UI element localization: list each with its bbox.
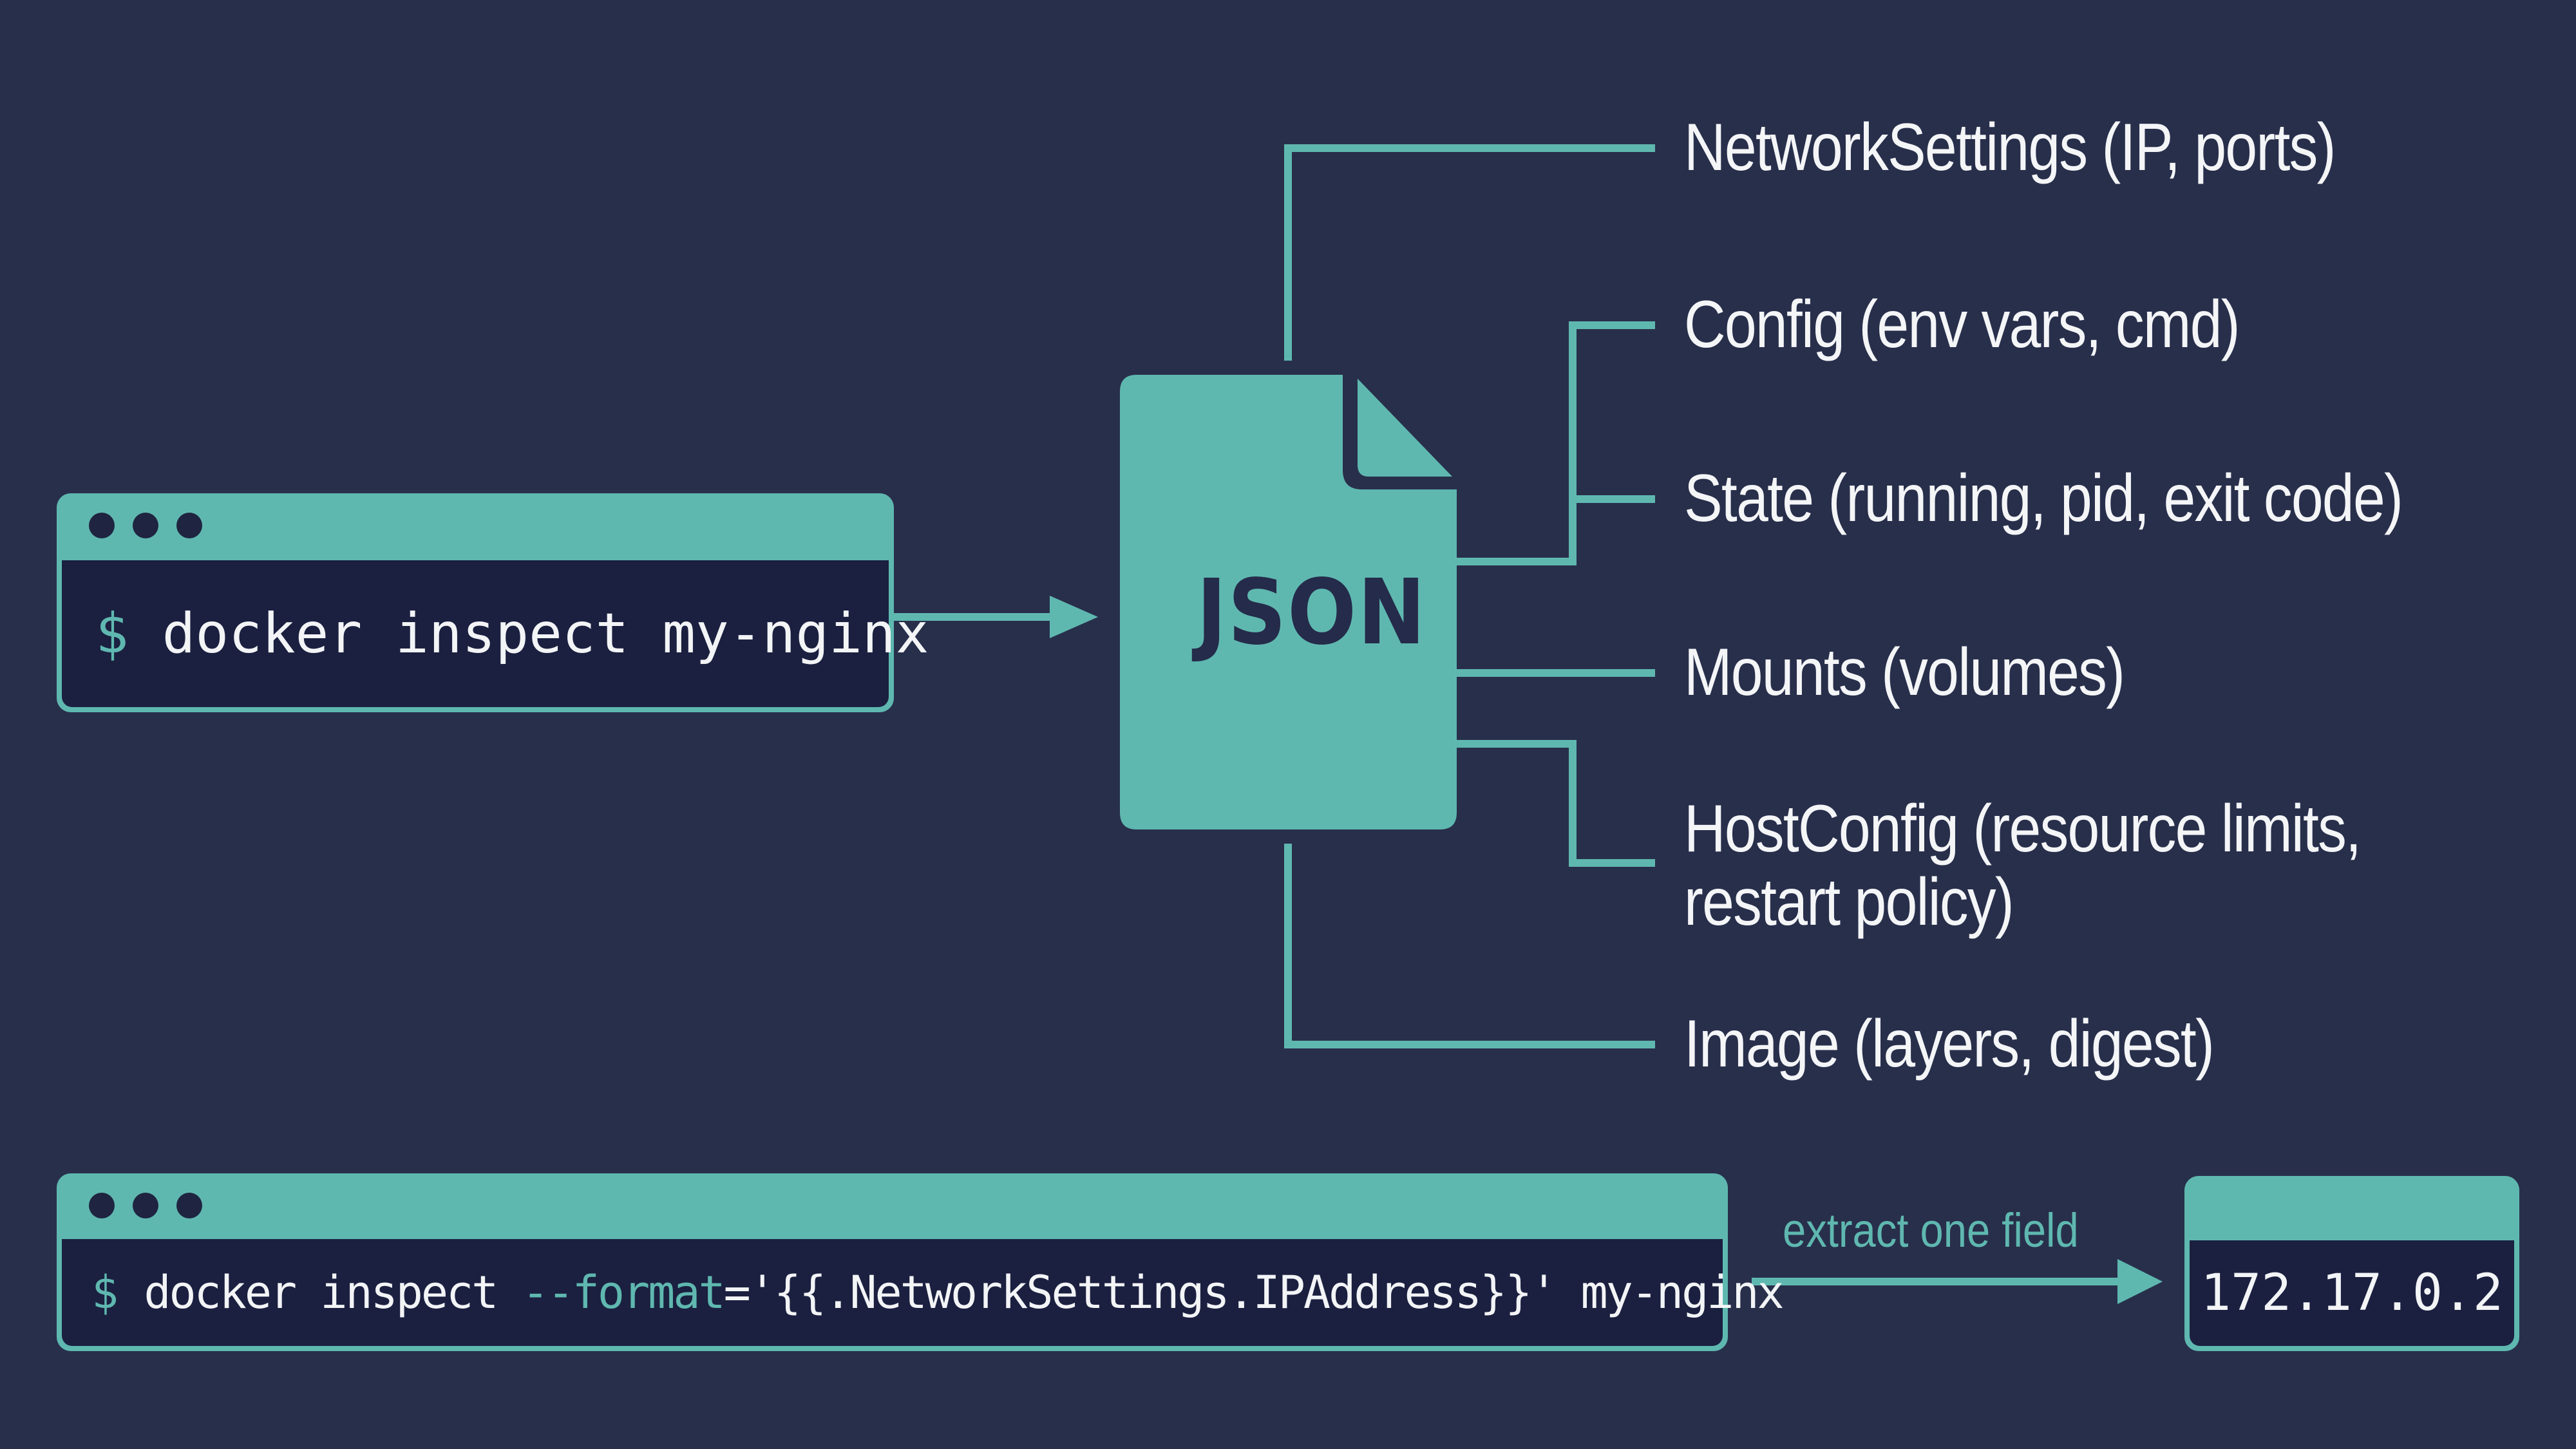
command-text: docker inspect my-nginx [162,601,929,666]
result-title-bar [2184,1176,2519,1238]
terminal-body[interactable]: $ docker inspect my-nginx [62,560,929,707]
window-dot-icon [133,1193,158,1218]
command-text: docker inspect [144,1266,522,1319]
prompt-symbol: $ [91,1266,118,1319]
connector-config [1457,321,1655,565]
window-dot-icon [133,513,158,538]
json-document-icon [1120,375,1457,829]
format-flag: --format [522,1266,725,1319]
window-dot-icon [176,513,202,538]
prompt-symbol: $ [95,601,129,666]
window-dot-icon [89,513,115,538]
field-hostconfig-line2: restart policy) [1684,865,2014,940]
arrow-head-extract [2117,1259,2163,1304]
terminal-title-bar [57,1173,1728,1236]
extract-caption: extract one field [1783,1204,2079,1257]
terminal-window-inspect: $ docker inspect my-nginx [57,493,929,712]
field-config: Config (env vars, cmd) [1684,287,2240,362]
field-hostconfig: HostConfig (resource limits, [1684,791,2362,866]
field-networksettings: NetworkSettings (IP, ports) [1684,110,2336,185]
arrow-head-json [1050,596,1098,638]
result-box: 172.17.0.2 [2184,1176,2519,1351]
window-dot-icon [89,1193,115,1218]
connector-image [1284,844,1655,1048]
terminal-window-format: $ docker inspect --format ='{{.NetworkSe… [57,1173,1785,1351]
result-body[interactable]: 172.17.0.2 [2190,1240,2514,1346]
field-image: Image (layers, digest) [1684,1007,2215,1081]
terminal-body[interactable]: $ docker inspect --format ='{{.NetworkSe… [62,1239,1785,1346]
json-label: JSON [1196,560,1427,665]
format-template: ='{{.NetworkSettings.IPAddress}}' my-ngi… [723,1266,1785,1319]
connector-networksettings [1284,144,1655,361]
window-dot-icon [176,1193,202,1218]
terminal-title-bar [57,493,894,558]
connector-hostconfig [1457,740,1655,867]
field-mounts: Mounts (volumes) [1684,635,2125,710]
ip-address-value: 172.17.0.2 [2201,1264,2503,1322]
field-state: State (running, pid, exit code) [1684,461,2403,536]
